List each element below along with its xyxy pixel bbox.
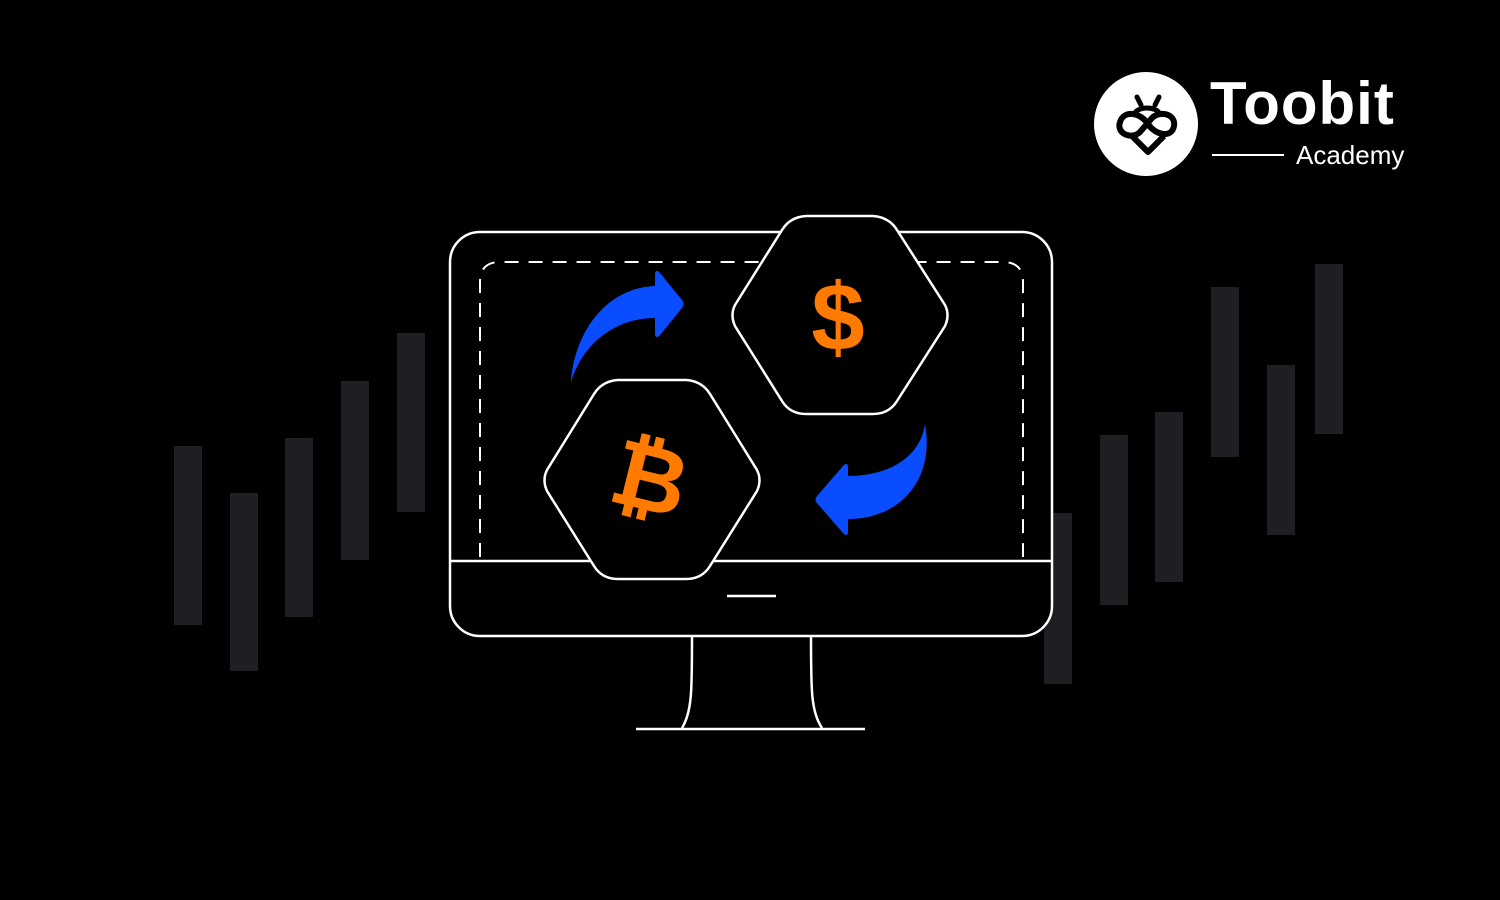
candle-bar — [1100, 435, 1128, 605]
candle-bar — [341, 381, 369, 560]
bee-infinity-heart-icon — [1094, 72, 1198, 176]
dollar-icon: $ — [811, 264, 864, 371]
bitcoin-hexagon: ₿ — [543, 378, 761, 581]
curved-arrow-left-icon — [815, 424, 927, 536]
brand-divider — [1212, 154, 1284, 156]
curved-arrow-right-icon — [571, 270, 684, 382]
candle-bar — [1315, 264, 1343, 434]
candle-bar — [285, 438, 313, 617]
candle-bar — [230, 493, 258, 671]
candle-bar — [397, 333, 425, 512]
candle-bar — [1211, 287, 1239, 457]
toobit-academy-brand[interactable]: Toobit Academy — [1094, 70, 1434, 176]
brand-name: Toobit — [1210, 70, 1395, 137]
candle-bar — [1155, 412, 1183, 582]
dollar-hexagon: $ — [731, 214, 949, 416]
candle-bar — [1267, 365, 1295, 535]
brand-subtitle: Academy — [1296, 140, 1405, 170]
candle-bar — [174, 446, 202, 625]
